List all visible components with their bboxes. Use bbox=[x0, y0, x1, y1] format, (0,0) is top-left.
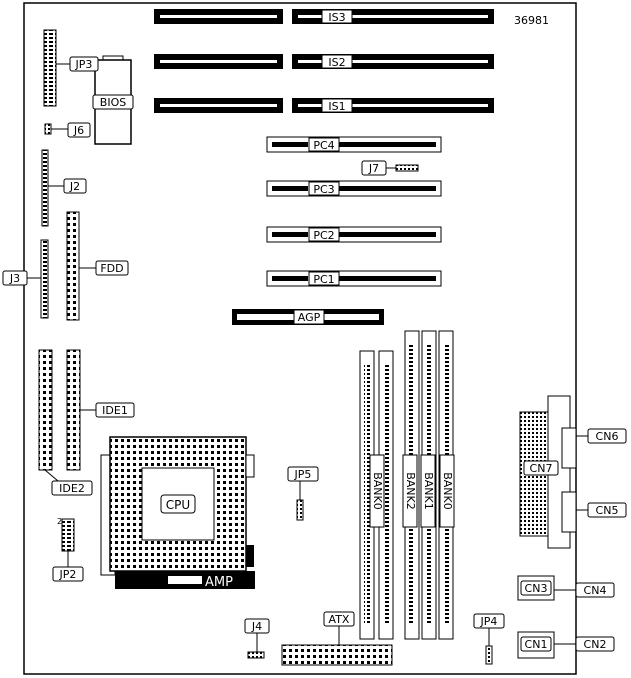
pc3-label: PC3 bbox=[313, 183, 334, 196]
j2-label: J2 bbox=[69, 180, 80, 193]
j2-header bbox=[41, 149, 49, 227]
cn1-label: CN1 bbox=[525, 638, 548, 651]
j6-jumper bbox=[44, 123, 52, 135]
fdd-connector bbox=[66, 211, 80, 321]
is2-label: IS2 bbox=[328, 56, 345, 69]
agp-label: AGP bbox=[298, 311, 321, 324]
cpu-label: CPU bbox=[166, 498, 190, 512]
j7-header bbox=[395, 164, 419, 172]
jp4-jumper bbox=[485, 645, 493, 665]
ide2-connector bbox=[38, 349, 53, 471]
atx-power-connector bbox=[281, 644, 393, 666]
isa-slot-labels: IS3 IS2 IS1 bbox=[321, 9, 353, 113]
is3-label: IS3 bbox=[328, 11, 345, 24]
ide2-label: IDE2 bbox=[59, 482, 85, 495]
figure-number: 36981 bbox=[514, 14, 549, 27]
jp5-label: JP5 bbox=[294, 468, 312, 481]
j6-label: J6 bbox=[73, 124, 84, 137]
bank0-label-a: BANK0 bbox=[371, 472, 384, 510]
j3-label: J3 bbox=[9, 272, 20, 285]
j7-label: J7 bbox=[368, 162, 379, 175]
cn4-label: CN4 bbox=[584, 584, 607, 597]
cn5-label: CN5 bbox=[596, 504, 619, 517]
jp2-label: JP2 bbox=[59, 568, 77, 581]
j4-label: J4 bbox=[251, 620, 262, 633]
bios-label: BIOS bbox=[100, 96, 126, 109]
cn3-label: CN3 bbox=[525, 582, 548, 595]
cpu-slot: CPU AMP bbox=[100, 436, 255, 590]
cn6-label: CN6 bbox=[596, 430, 619, 443]
cn7-label: CN7 bbox=[530, 462, 553, 475]
jp4-label: JP4 bbox=[480, 615, 498, 628]
bank1-label: BANK1 bbox=[422, 472, 435, 510]
pc1-label: PC1 bbox=[313, 273, 334, 286]
ide1-label: IDE1 bbox=[102, 404, 128, 417]
is1-label: IS1 bbox=[328, 100, 345, 113]
j4-jumper bbox=[247, 651, 265, 659]
bank0-label-b: BANK0 bbox=[441, 472, 454, 510]
pc2-label: PC2 bbox=[313, 229, 334, 242]
jp2-pin-label: 2 bbox=[57, 517, 62, 526]
j3-header bbox=[40, 239, 49, 319]
amp-label: AMP bbox=[205, 575, 233, 590]
jp2-header bbox=[61, 518, 75, 552]
jp5-jumper bbox=[296, 499, 304, 521]
fdd-label: FDD bbox=[100, 262, 123, 275]
jp3-label: JP3 bbox=[75, 58, 93, 71]
atx-label: ATX bbox=[329, 613, 350, 626]
bank2-label: BANK2 bbox=[404, 472, 417, 510]
pc4-label: PC4 bbox=[313, 139, 334, 152]
cn2-label: CN2 bbox=[584, 638, 607, 651]
jp3-header bbox=[43, 29, 57, 107]
ide1-connector bbox=[66, 349, 81, 471]
